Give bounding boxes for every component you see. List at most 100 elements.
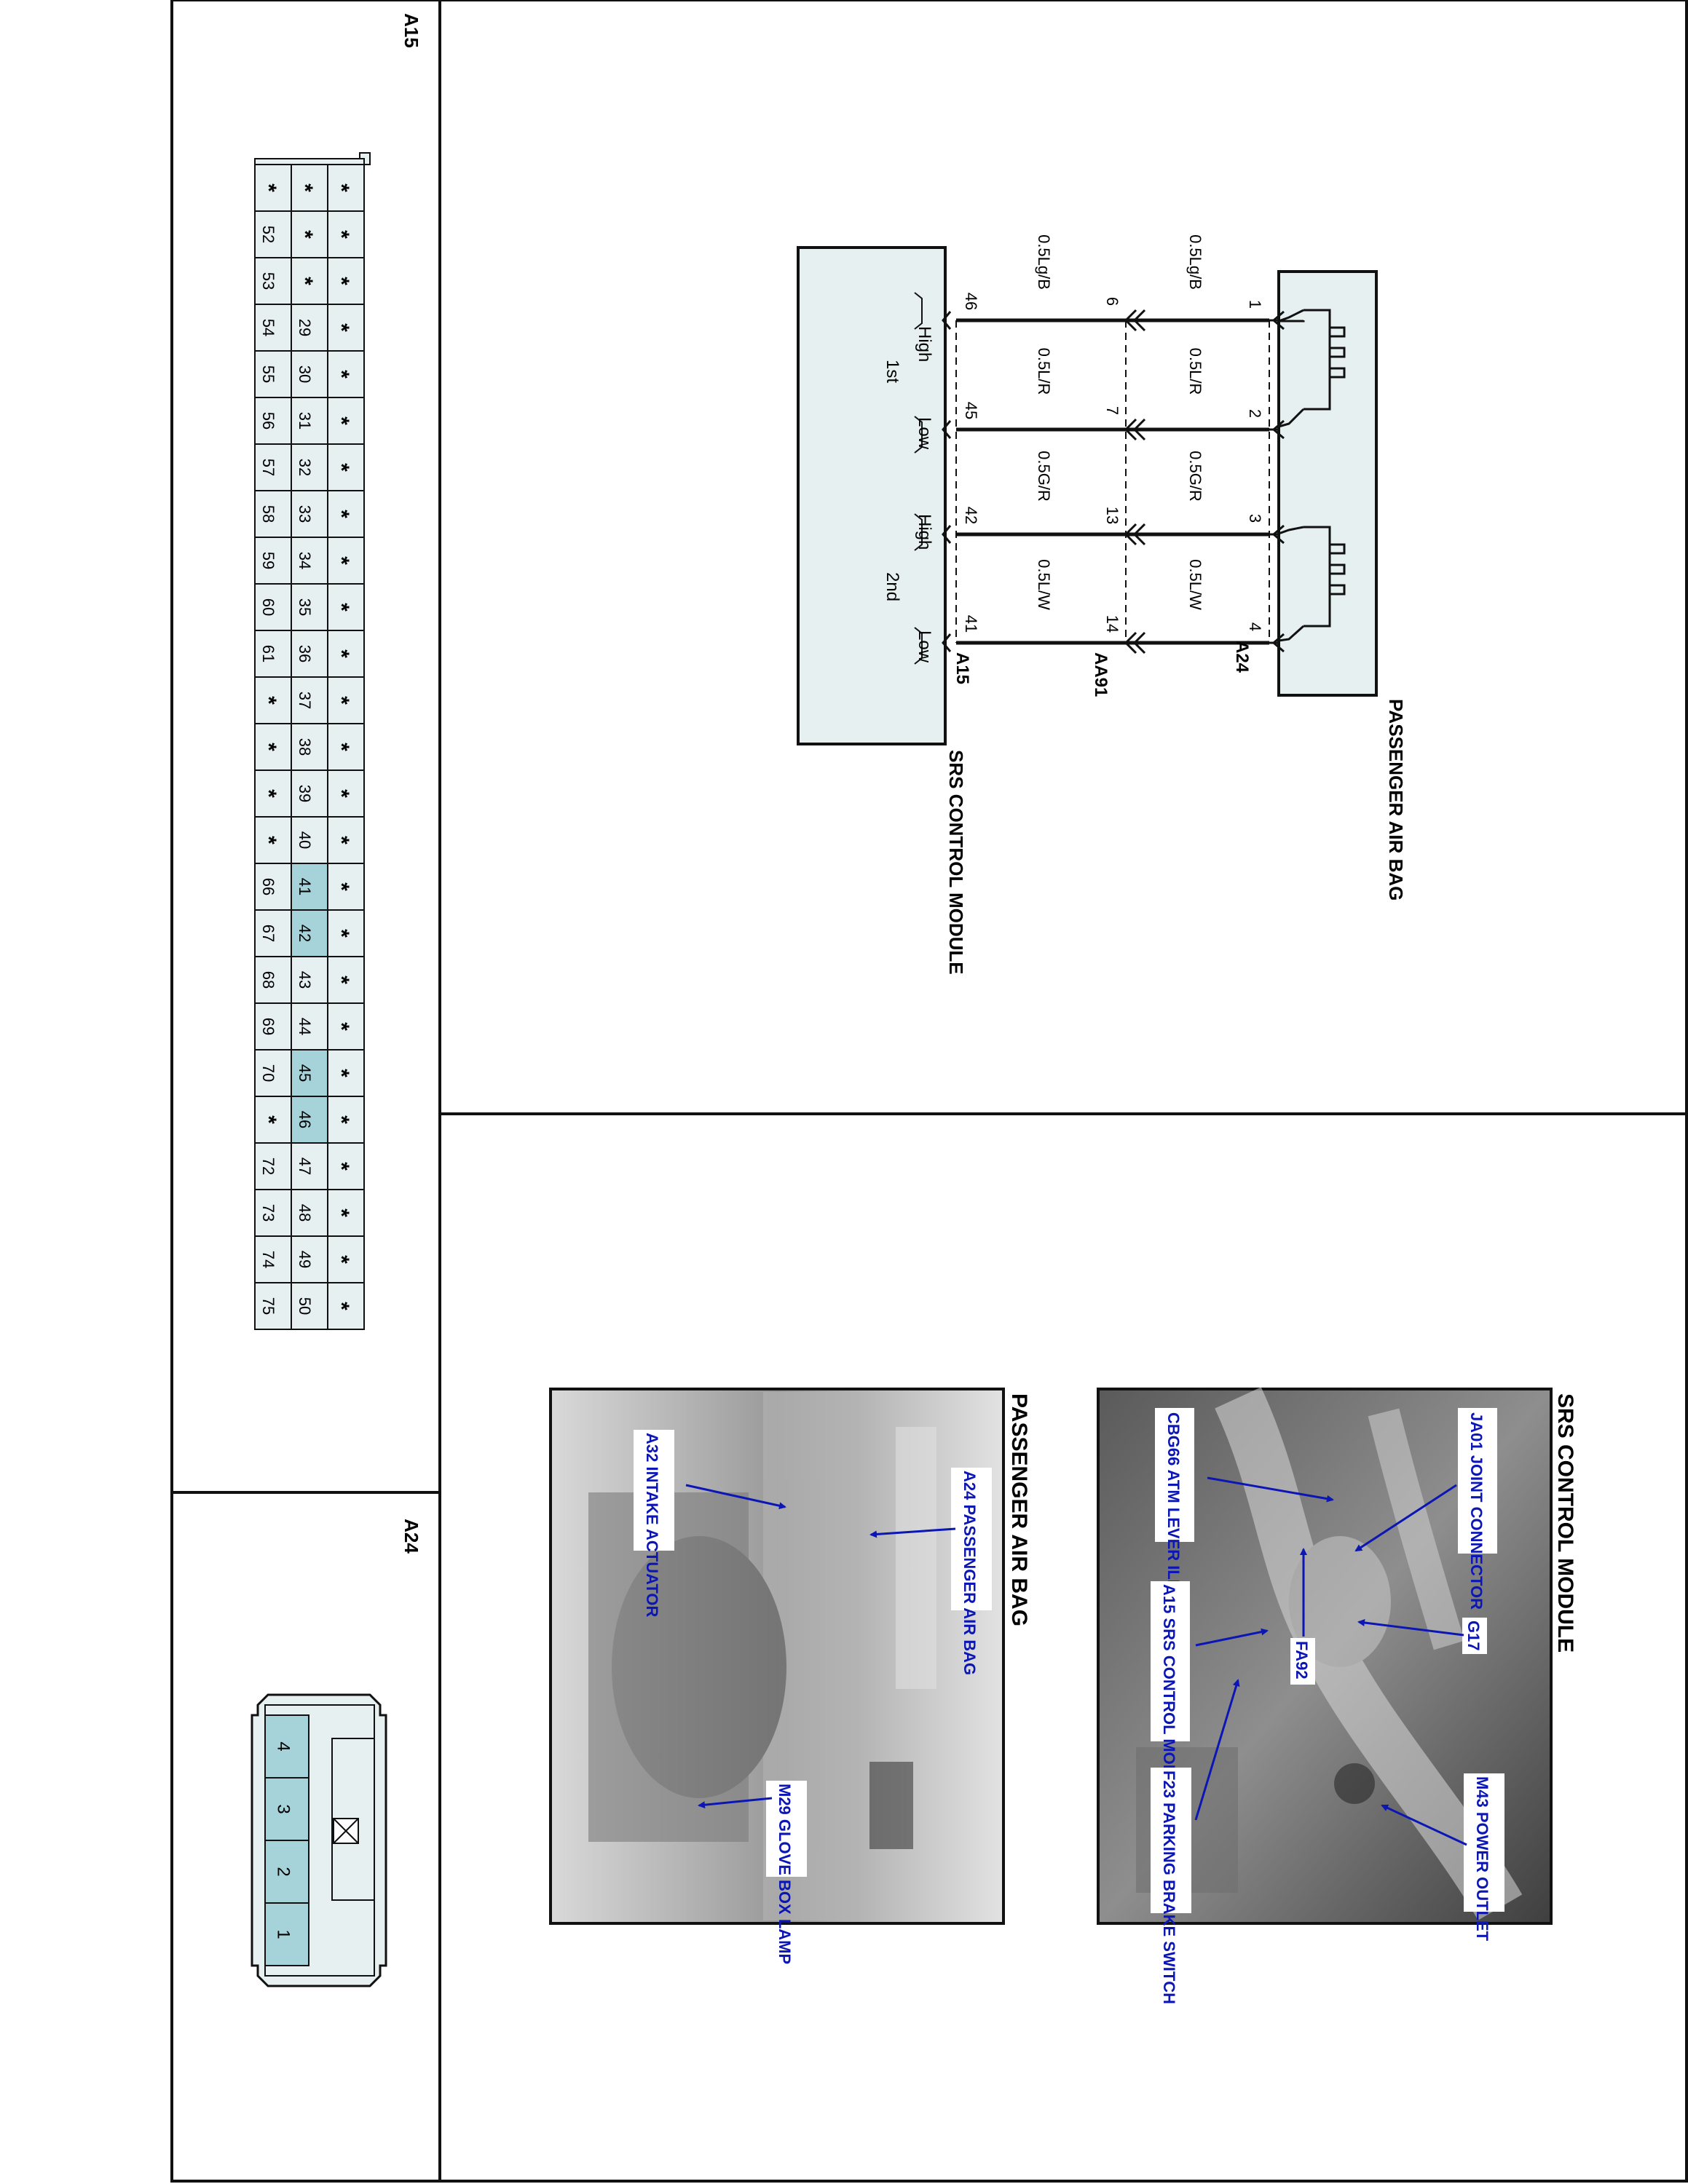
a15-pin-label: * bbox=[293, 277, 317, 285]
a15-pin-label: 34 bbox=[296, 552, 314, 569]
a15-pin-cell bbox=[327, 537, 365, 585]
a15-pin-label: * bbox=[329, 1069, 353, 1077]
callout-g17: G17 bbox=[1464, 1621, 1483, 1651]
a15-pin-label: * bbox=[329, 1115, 353, 1124]
a15-pin-label: * bbox=[329, 556, 353, 565]
a15-pin-cell bbox=[254, 863, 292, 911]
a15-pin-cell bbox=[291, 304, 328, 352]
a15-pin-cell bbox=[327, 210, 365, 258]
srs-control-module-box bbox=[797, 246, 947, 745]
a15-pin-cell bbox=[254, 583, 292, 631]
wire-color-label-lower: 0.5L/R bbox=[1035, 348, 1053, 395]
a15-pin-label: * bbox=[329, 743, 353, 751]
a15-pin-cell bbox=[291, 1002, 328, 1051]
connector-dashed-lines bbox=[955, 320, 1270, 643]
a15-pin-number: 46 bbox=[962, 293, 980, 310]
a15-pin-label: * bbox=[256, 789, 280, 798]
a15-pin-cell bbox=[254, 350, 292, 398]
a15-pin-cell bbox=[291, 1096, 328, 1144]
a15-pin-label: 42 bbox=[296, 925, 314, 942]
a15-pin-label: 44 bbox=[296, 1018, 314, 1035]
a15-pin-label: 58 bbox=[259, 505, 277, 523]
squib-symbol-1st-stage bbox=[1278, 309, 1346, 428]
a24-pin-cell bbox=[264, 1777, 309, 1841]
a15-pin-label: 54 bbox=[259, 319, 277, 336]
a15-pin-cell bbox=[254, 956, 292, 1004]
wire-color-label-upper: 0.5L/R bbox=[1186, 348, 1204, 395]
callout-a24: A24 PASSENGER AIR BAG bbox=[961, 1471, 979, 1675]
stage-1st-low-label: Low bbox=[915, 417, 934, 450]
a15-pin-label: 50 bbox=[296, 1297, 314, 1315]
aa91-pin-number: 14 bbox=[1103, 615, 1121, 633]
a15-pin-label: 45 bbox=[296, 1064, 314, 1082]
a15-pin-cell bbox=[291, 1189, 328, 1237]
a15-pin-cell bbox=[254, 1049, 292, 1097]
a15-pin-label: 32 bbox=[296, 459, 314, 476]
a15-pin-cell bbox=[254, 909, 292, 957]
a15-pin-cell bbox=[291, 210, 328, 258]
photo-srs-callouts: JA01 JOINT CONNECTOR CBG66 ATM LEVER ILL… bbox=[1151, 1408, 1504, 2004]
a15-pin-label: 69 bbox=[259, 1018, 277, 1035]
a15-pin-label: 33 bbox=[296, 505, 314, 523]
a15-pin-label: 35 bbox=[296, 598, 314, 616]
a24-pin-cell bbox=[264, 1840, 309, 1904]
a15-pin-cell bbox=[291, 583, 328, 631]
passenger-air-bag-box bbox=[1277, 270, 1378, 697]
wire-color-label-upper: 0.5Lg/B bbox=[1186, 234, 1204, 290]
a15-pin-cell bbox=[327, 397, 365, 445]
a15-pin-label: 49 bbox=[296, 1251, 314, 1268]
connector-label-aa91: AA91 bbox=[1091, 652, 1111, 697]
a15-pin-label: * bbox=[329, 416, 353, 425]
a15-pin-label: 59 bbox=[259, 552, 277, 569]
a15-pin-label: * bbox=[329, 1208, 353, 1217]
a15-pin-label: 36 bbox=[296, 645, 314, 662]
stage-2nd-low-label: Low bbox=[915, 630, 934, 663]
a15-pin-number: 41 bbox=[962, 615, 980, 633]
aa91-pin-number: 13 bbox=[1103, 507, 1121, 524]
callout-m43: M43 POWER OUTLET bbox=[1473, 1776, 1491, 1942]
circuit-wires: 16460.5Lg/B0.5Lg/B27450.5L/R0.5L/R313420… bbox=[942, 234, 1285, 654]
callout-a32: A32 INTAKE ACTUATOR bbox=[643, 1433, 661, 1618]
a15-pin-cell bbox=[327, 723, 365, 771]
a15-pin-cell bbox=[327, 630, 365, 678]
callout-fa92: FA92 bbox=[1293, 1641, 1311, 1679]
aa91-connector-chevron bbox=[1124, 309, 1146, 332]
connector-a15-panel: A15 ****************************29303132… bbox=[254, 13, 422, 1330]
connector-label-a24: A24 bbox=[1232, 641, 1252, 673]
a15-pin-cell bbox=[254, 443, 292, 491]
a15-pin-cell bbox=[254, 1282, 292, 1330]
a15-pin-label: * bbox=[256, 1115, 280, 1124]
a15-pin-cell bbox=[291, 723, 328, 771]
a15-pin-label: 48 bbox=[296, 1204, 314, 1222]
a15-pin-cell bbox=[327, 769, 365, 818]
passenger-air-bag-title: PASSENGER AIR BAG bbox=[1385, 699, 1407, 901]
connector-a24-label: A24 bbox=[401, 1519, 422, 1554]
a15-pin-label: 70 bbox=[259, 1064, 277, 1082]
aa91-pin-number: 7 bbox=[1103, 406, 1121, 415]
a24-pin-label: 4 bbox=[274, 1741, 293, 1751]
a15-pin-cell bbox=[254, 1189, 292, 1237]
a15-pin-cell bbox=[291, 676, 328, 724]
a15-pin-cell bbox=[254, 1002, 292, 1051]
a15-pin-number: 45 bbox=[962, 402, 980, 419]
schematic: PASSENGER AIR BAG SRS CONTROL MODULE 164… bbox=[797, 234, 1407, 975]
a15-pin-label: 55 bbox=[259, 365, 277, 383]
a15-pin-label: 39 bbox=[296, 785, 314, 802]
a24-pin-number: 3 bbox=[1246, 514, 1264, 523]
a24-pin-cell bbox=[264, 1714, 309, 1779]
a15-pin-label: 57 bbox=[259, 459, 277, 476]
a15-pin-label: 41 bbox=[296, 878, 314, 895]
a15-pin-label: 38 bbox=[296, 738, 314, 756]
a24-pin-number: 2 bbox=[1246, 409, 1264, 418]
photo-srs-title: SRS CONTROL MODULE bbox=[1553, 1393, 1577, 1653]
a15-pin-cell bbox=[291, 630, 328, 678]
a15-pin-cell bbox=[327, 304, 365, 352]
page-frame bbox=[170, 0, 1688, 2183]
a15-pin-label: 66 bbox=[259, 878, 277, 895]
a15-pin-label: * bbox=[329, 277, 353, 285]
callout-f23: F23 PARKING BRAKE SWITCH bbox=[1160, 1770, 1178, 2004]
stage-2nd-high-label: High bbox=[915, 514, 934, 550]
a15-pin-cell bbox=[254, 164, 292, 212]
a15-pin-label: 40 bbox=[296, 831, 314, 849]
